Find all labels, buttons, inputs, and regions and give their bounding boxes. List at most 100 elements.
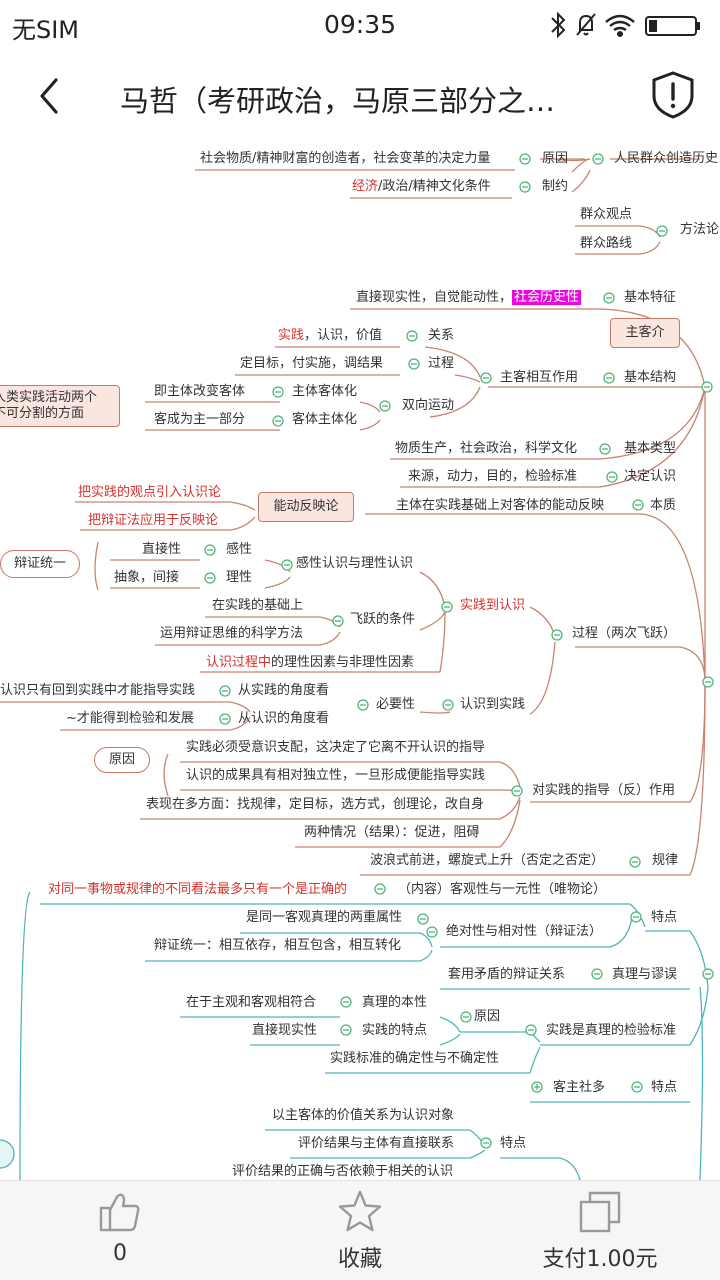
node-practice-word: 实践 [278,328,305,343]
node-basic-types[interactable]: 基本类型 [624,441,677,456]
node-direct-reality-2[interactable]: 直接现实性 [252,1023,318,1038]
page-title: 马哲（考研政治，马原三部分之… [120,84,556,118]
node-econ-rest: /政治/精神文化条件 [378,179,491,194]
node-people-creators[interactable]: 社会物质/精神财富的创造者，社会变革的决定力量 [200,151,491,166]
node-feature[interactable]: 特点 [651,910,678,925]
like-button[interactable]: 0 [20,1189,220,1266]
node-apply-dialectics[interactable]: 把辩证法应用于反映论 [88,513,219,528]
node-relative-independence[interactable]: 认识的成果具有相对独立性，一旦形成便能指导实践 [186,768,486,783]
node-reason-2[interactable]: 原因 [94,747,150,773]
node-process[interactable]: 过程 [428,356,455,371]
node-feature-2[interactable]: 特点 [651,1080,678,1095]
node-economic-conditions[interactable]: 经济/政治/精神文化条件 [352,179,491,195]
favorite-label: 收藏 [337,1247,382,1272]
node-two-results[interactable]: 两种情况（结果）：促进，阻碍 [304,825,480,840]
node-practice-feature[interactable]: 实践的特点 [362,1023,428,1038]
carrier-label: 无SIM [12,16,80,44]
node-cognition-factors[interactable]: 认识过程中的理性因素与非理性因素 [206,655,414,671]
node-obj-subjectify[interactable]: 客体主体化 [292,412,358,427]
node-basic-feature[interactable]: 基本特征 [624,290,677,305]
bluetooth-icon [551,11,566,39]
node-cog-process-word: 认识过程中 [206,655,272,670]
node-truth-nature[interactable]: 真理的本性 [362,995,428,1010]
node-value-relation[interactable]: 以主客体的价值关系为认识对象 [272,1108,455,1123]
node-eval-subject[interactable]: 评价结果与主体有直接联系 [298,1136,455,1151]
node-essence[interactable]: 本质 [650,498,677,513]
node-use-dialectics[interactable]: 运用辩证思维的科学方法 [160,626,304,641]
node-two-attributes[interactable]: 是同一客观真理的两重属性 [246,910,403,925]
node-feature-3[interactable]: 特点 [500,1136,527,1151]
node-direct-reality-text: 直接现实性，自觉能动性， [356,290,513,305]
node-perceptual[interactable]: 感性 [226,542,253,557]
node-practice-relation-list[interactable]: 实践，认识，价值 [278,328,382,344]
node-kezhu-sheduo[interactable]: 客主社多 [553,1080,606,1095]
node-basic-structure[interactable]: 基本结构 [624,370,677,385]
node-relation[interactable]: 关系 [428,328,455,343]
node-people-history[interactable]: 人民群众创造历史 [614,151,719,166]
favorite-button[interactable]: 收藏 [260,1189,460,1273]
node-from-practice-view[interactable]: 从实践的角度看 [238,683,330,698]
node-guiding-role[interactable]: 对实践的指导（反）作用 [532,783,676,798]
thumbs-up-icon [99,1193,140,1232]
node-methodology[interactable]: 方法论 [680,222,720,237]
node-active-reflection[interactable]: 能动反映论 [258,492,354,522]
pay-button[interactable]: 支付1.00元 [500,1189,700,1273]
node-law[interactable]: 规律 [652,853,679,868]
node-on-practice[interactable]: 在实践的基础上 [212,598,304,613]
node-subj-objectify[interactable]: 主体客体化 [292,384,358,399]
node-dialectic-unity-2[interactable]: 辩证统一：相互依存，相互包含，相互转化 [154,938,402,953]
node-wave-spiral[interactable]: 波浪式前进，螺旋式上升（否定之否定） [370,853,605,868]
node-practice-governed[interactable]: 实践必须受意识支配，这决定了它离不开认识的指导 [186,740,486,755]
node-only-back-to-practice[interactable]: 认识只有回到实践中才能指导实践 [0,683,196,698]
pay-label: 支付1.00元 [542,1247,658,1272]
node-subj-obj-interaction[interactable]: 主客相互作用 [500,370,579,385]
node-process-steps[interactable]: 定目标，付实施，调结果 [240,356,384,371]
node-verified-developed[interactable]: ~才能得到检验和发展 [66,711,194,726]
node-reason[interactable]: 原因 [542,151,569,166]
node-mass-view[interactable]: 群众观点 [580,207,633,222]
node-cognition-to-practice[interactable]: 认识到实践 [460,697,526,712]
node-mass-line[interactable]: 群众路线 [580,236,633,251]
node-leap-conditions[interactable]: 飞跃的条件 [350,612,416,627]
node-process-two-leaps[interactable]: 过程（两次飞跃） [572,626,677,641]
like-count: 0 [113,1241,127,1266]
node-from-cognition-view[interactable]: 从认识的角度看 [238,711,330,726]
node-subj-change-obj[interactable]: 即主体改变客体 [154,384,246,399]
node-dialectic-unity[interactable]: 辩证统一 [0,550,80,578]
node-constraint[interactable]: 制约 [542,179,569,194]
node-subj-obj-match[interactable]: 在于主观和客观相符合 [186,995,317,1010]
node-at-most-one-correct[interactable]: 对同一事物或规律的不同看法最多只有一个是正确的 [48,882,348,897]
node-reason-3[interactable]: 原因 [474,1009,501,1024]
node-certainty[interactable]: 实践标准的确定性与不确定性 [330,1051,500,1066]
node-rational[interactable]: 理性 [226,570,253,585]
node-manifestations[interactable]: 表现在多方面：找规律，定目标，选方式，创理论，改自身 [146,797,485,812]
node-absolute-relative[interactable]: 绝对性与相对性（辩证法） [446,924,603,939]
node-directness[interactable]: 直接性 [142,542,182,557]
node-contradiction[interactable]: 套用矛盾的辩证关系 [448,967,566,982]
node-introduce-practice[interactable]: 把实践的观点引入认识论 [78,485,222,500]
shield-alert-icon[interactable] [650,70,696,120]
node-practice-criterion[interactable]: 实践是真理的检验标准 [546,1023,677,1038]
node-necessity[interactable]: 必要性 [376,697,416,712]
node-perc-rational[interactable]: 感性认识与理性认识 [296,556,414,571]
node-decide-cognition[interactable]: 决定认识 [624,469,677,484]
node-objectivity-unity[interactable]: （内容）客观性与一元性（唯物论） [398,882,607,897]
node-direct-reality[interactable]: 直接现实性，自觉能动性，社会历史性 [356,290,582,306]
node-source-list[interactable]: 来源，动力，目的，检验标准 [408,469,578,484]
node-eval-depends[interactable]: 评价结果的正确与否依赖于相关的认识 [232,1164,454,1179]
node-human-practice[interactable]: 人类实践活动两个 不可分割的方面 [0,385,120,427]
node-practice-to-cognition[interactable]: 实践到认识 [460,598,526,613]
node-abstract[interactable]: 抽象，间接 [114,570,180,585]
node-essence-text[interactable]: 主体在实践基础上对客体的能动反映 [396,498,605,513]
node-two-way-movement[interactable]: 双向运动 [402,398,455,413]
copy-icon [579,1191,621,1233]
mindmap-canvas[interactable]: 社会物质/精神财富的创造者，社会变革的决定力量 原因 人民群众创造历史 经济/政… [0,142,720,1180]
bell-off-icon [576,13,596,36]
node-truth-error[interactable]: 真理与谬误 [612,967,678,982]
back-arrow-icon[interactable] [30,76,70,116]
node-subj-obj-intro[interactable]: 主客介 [610,318,680,348]
status-bar: 无SIM 09:35 [0,0,720,50]
battery-icon [645,16,700,36]
node-types-list[interactable]: 物质生产，社会政治，科学文化 [395,441,578,456]
node-obj-part[interactable]: 客成为主一部分 [154,412,246,427]
